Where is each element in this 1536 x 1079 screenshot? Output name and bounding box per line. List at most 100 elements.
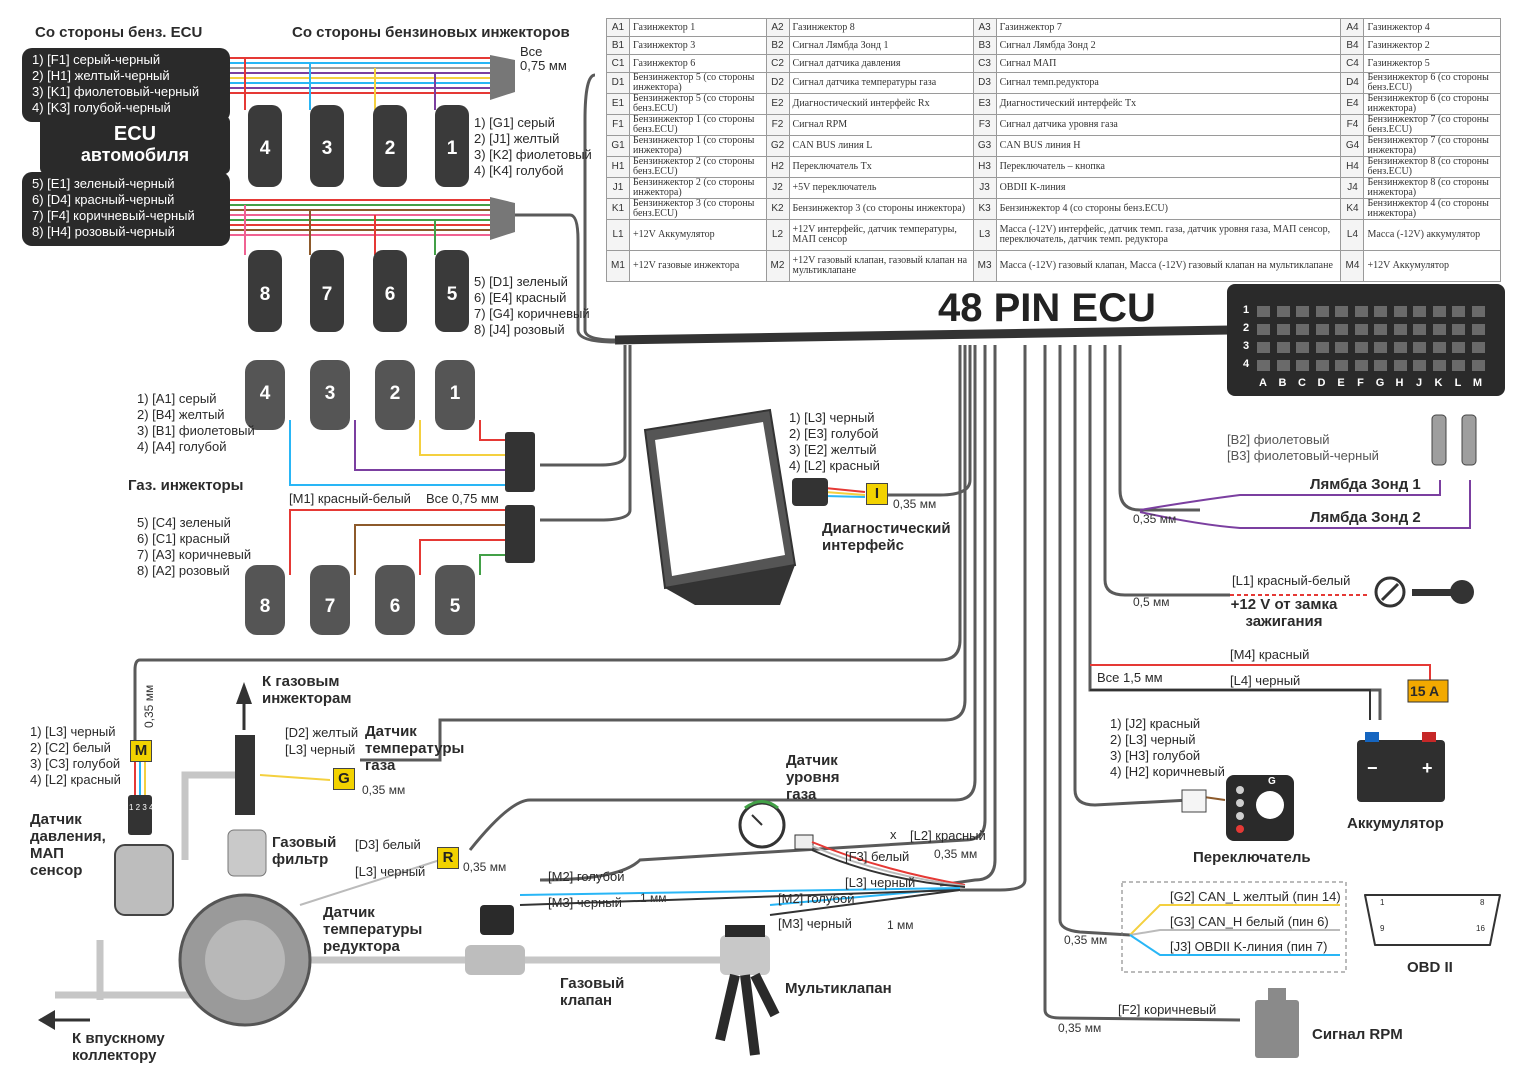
gas-filter-title-line2: фильтр bbox=[272, 851, 329, 868]
pin-code: L3 bbox=[972, 219, 997, 251]
map-sensor-title: Датчик давления, МАП сенсор bbox=[30, 811, 106, 879]
pin-cell bbox=[1296, 342, 1309, 353]
map-title-line: давления, bbox=[30, 828, 106, 845]
pin-description: +5V переключатель bbox=[788, 177, 974, 199]
pin-description: Бензинжектор 3 (со стороны бенз.ECU) bbox=[629, 198, 767, 220]
wire-label: 4) [A4] голубой bbox=[137, 439, 227, 454]
pin-column-label: E bbox=[1337, 377, 1345, 389]
pin-cell bbox=[1315, 324, 1329, 335]
gas-valve-title-line1: Газовый bbox=[560, 975, 625, 992]
pin-description: Газинжектор 3 bbox=[629, 36, 767, 55]
wire-label: 1) [L3] черный bbox=[789, 410, 875, 425]
battery-plus: + bbox=[1422, 758, 1433, 778]
wire-label: 8) [A2] розовый bbox=[137, 563, 230, 578]
petrol-injector-side-title: Со стороны бензиновых инжекторов bbox=[292, 24, 570, 41]
gas-filter-title: Газовый фильтр bbox=[272, 834, 336, 868]
pin-code: B1 bbox=[606, 36, 630, 55]
level-x-mark: x bbox=[890, 827, 897, 842]
pin-code: G4 bbox=[1340, 135, 1365, 157]
b3-wire-label: [B3] фиолетовый-черный bbox=[1227, 448, 1379, 463]
pin-description: Бензинжектор 7 (со стороны инжектора) bbox=[1363, 135, 1501, 157]
level-f3-label: [F3] белый bbox=[845, 849, 910, 864]
map-title-line: МАП bbox=[30, 845, 64, 862]
pin-code: M4 bbox=[1340, 250, 1365, 282]
pin-description: Сигнал Лямбда Зонд 1 bbox=[788, 36, 974, 55]
pin-description: Бензинжектор 8 (со стороны инжектора) bbox=[1363, 177, 1501, 199]
wire-label: 5) [E1] зеленый-черный bbox=[32, 176, 175, 191]
pin-column-label: G bbox=[1375, 377, 1385, 389]
pin-cell bbox=[1471, 306, 1485, 317]
pin-description: Диагностический интерфейс Tx bbox=[995, 93, 1342, 115]
petrol-ecu-group1: 1) [F1] серый-черный 2) [H1] желтый-черн… bbox=[22, 48, 230, 122]
wire-label: 4) [L2] красный bbox=[789, 458, 880, 473]
wire-label: 3) [B1] фиолетовый bbox=[137, 423, 255, 438]
pin-cell bbox=[1257, 306, 1270, 317]
pin-code: E4 bbox=[1340, 93, 1365, 115]
level-title-line: уровня bbox=[786, 769, 840, 786]
reducer-d3-label: [D3] белый bbox=[355, 837, 421, 852]
car-ecu-title: ECU автомобиля bbox=[40, 124, 230, 166]
pin-code: C2 bbox=[765, 54, 790, 73]
pin-code: L1 bbox=[606, 219, 630, 251]
pin-code: F3 bbox=[972, 114, 997, 136]
rpm-title: Сигнал RPM bbox=[1312, 1026, 1403, 1043]
map-mm: 0,35 мм bbox=[142, 684, 156, 728]
car-ecu-title-line1: ECU bbox=[113, 123, 157, 145]
wire-label: 3) [C3] голубой bbox=[30, 756, 121, 771]
wire-label: 4) [L2] красный bbox=[30, 772, 121, 787]
pin-code: E1 bbox=[606, 93, 630, 115]
pin-cell bbox=[1374, 342, 1387, 353]
pin-description: Переключатель – кнопка bbox=[995, 156, 1342, 178]
pin-description: Газинжектор 1 bbox=[629, 18, 767, 37]
pin-description: +12V Аккумулятор bbox=[629, 219, 767, 251]
reducer-title-line: Датчик bbox=[323, 904, 375, 921]
pin-description: +12V Аккумулятор bbox=[1363, 250, 1501, 282]
petrol-ecu-group2: 5) [E1] зеленый-черный 6) [D4] красный-ч… bbox=[22, 172, 230, 246]
diagnostic-tag: I bbox=[866, 483, 888, 505]
to-gas-injectors-line2: инжекторам bbox=[262, 690, 352, 707]
wire-label: 2) [J1] желтый bbox=[474, 131, 560, 146]
pin-column-label: C bbox=[1298, 377, 1306, 389]
pin-description: Бензинжектор 1 (со стороны инжектора) bbox=[629, 135, 767, 157]
pin-code: C3 bbox=[972, 54, 997, 73]
pin-description: OBDII К-линия bbox=[995, 177, 1342, 199]
pin-description: Сигнал датчика давления bbox=[788, 54, 974, 73]
pin-description: Бензинжектор 4 (со стороны инжектора) bbox=[1363, 198, 1501, 220]
pin-code: M2 bbox=[765, 250, 790, 282]
wire-label: 1) [L3] черный bbox=[30, 724, 116, 739]
pin-code: J3 bbox=[972, 177, 997, 199]
pin-cell bbox=[1432, 360, 1446, 371]
level-l2-label: [L2] красный bbox=[910, 828, 986, 843]
f2-wire-label: [F2] коричневый bbox=[1118, 1002, 1217, 1017]
b2-wire-label: [B2] фиолетовый bbox=[1227, 432, 1330, 447]
gas-injectors-title: Газ. инжекторы bbox=[128, 477, 244, 494]
pin-code: A4 bbox=[1340, 18, 1365, 37]
pin-description: CAN BUS линия H bbox=[995, 135, 1342, 157]
pin-code: D1 bbox=[606, 72, 630, 94]
wire-label: 3) [E2] желтый bbox=[789, 442, 877, 457]
wire-label: 1) [G1] серый bbox=[474, 115, 555, 130]
gas-valve-mm: 1 мм bbox=[640, 891, 667, 905]
pin-cell bbox=[1257, 360, 1270, 371]
pin-cell bbox=[1257, 324, 1270, 335]
pin-row-label: 1 bbox=[1243, 304, 1250, 316]
pin-code: D4 bbox=[1340, 72, 1365, 94]
lambda-probe1-title: Лямбда Зонд 1 bbox=[1310, 476, 1421, 493]
level-title-line: газа bbox=[786, 786, 817, 803]
pin-cell bbox=[1413, 360, 1426, 371]
pin-description: Бензинжектор 5 (со стороны бенз.ECU) bbox=[629, 93, 767, 115]
multivalve-m2-label: [M2] голубой bbox=[778, 891, 855, 906]
wire-label: 5) [D1] зеленый bbox=[474, 274, 568, 289]
gas-temp-title-line: газа bbox=[365, 757, 396, 774]
multivalve-m3-label: [M3] черный bbox=[778, 916, 852, 931]
pin-cell bbox=[1276, 360, 1290, 371]
l1-wire-label: [L1] красный-белый bbox=[1232, 573, 1351, 588]
pin-description: Сигнал МАП bbox=[995, 54, 1342, 73]
pin-description: +12V газовые инжектора bbox=[629, 250, 767, 282]
